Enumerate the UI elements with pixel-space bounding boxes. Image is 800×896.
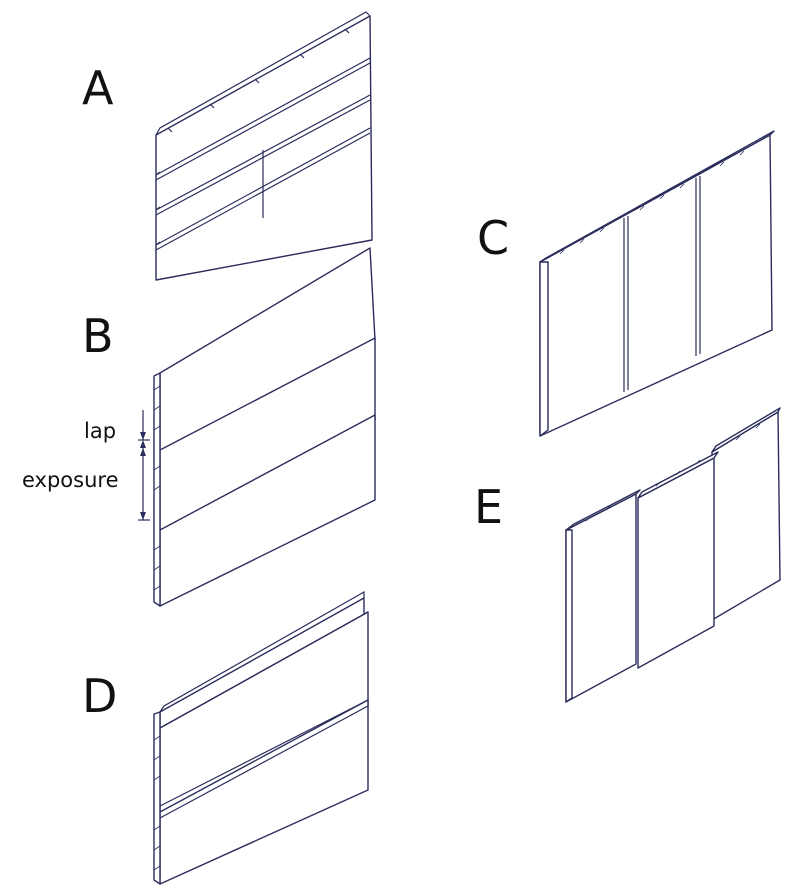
panel-a-shingles [155, 11, 373, 281]
panel-c-top-edge [539, 130, 775, 263]
label-e: E [474, 480, 503, 534]
label-c: C [477, 211, 509, 265]
panel-b-edge [153, 372, 161, 607]
label-lap: lap [84, 419, 116, 443]
panel-e-board-on-board [565, 407, 781, 703]
label-b: B [82, 309, 114, 363]
panel-d-shiplap [153, 590, 369, 885]
label-d: D [82, 669, 117, 723]
label-a: A [82, 61, 114, 115]
panel-c-vertical-boards [539, 130, 775, 437]
panel-a-face [155, 15, 373, 281]
label-exposure: exposure [22, 468, 119, 492]
panel-b-lap-siding [138, 247, 376, 607]
panel-c-face [539, 134, 773, 437]
